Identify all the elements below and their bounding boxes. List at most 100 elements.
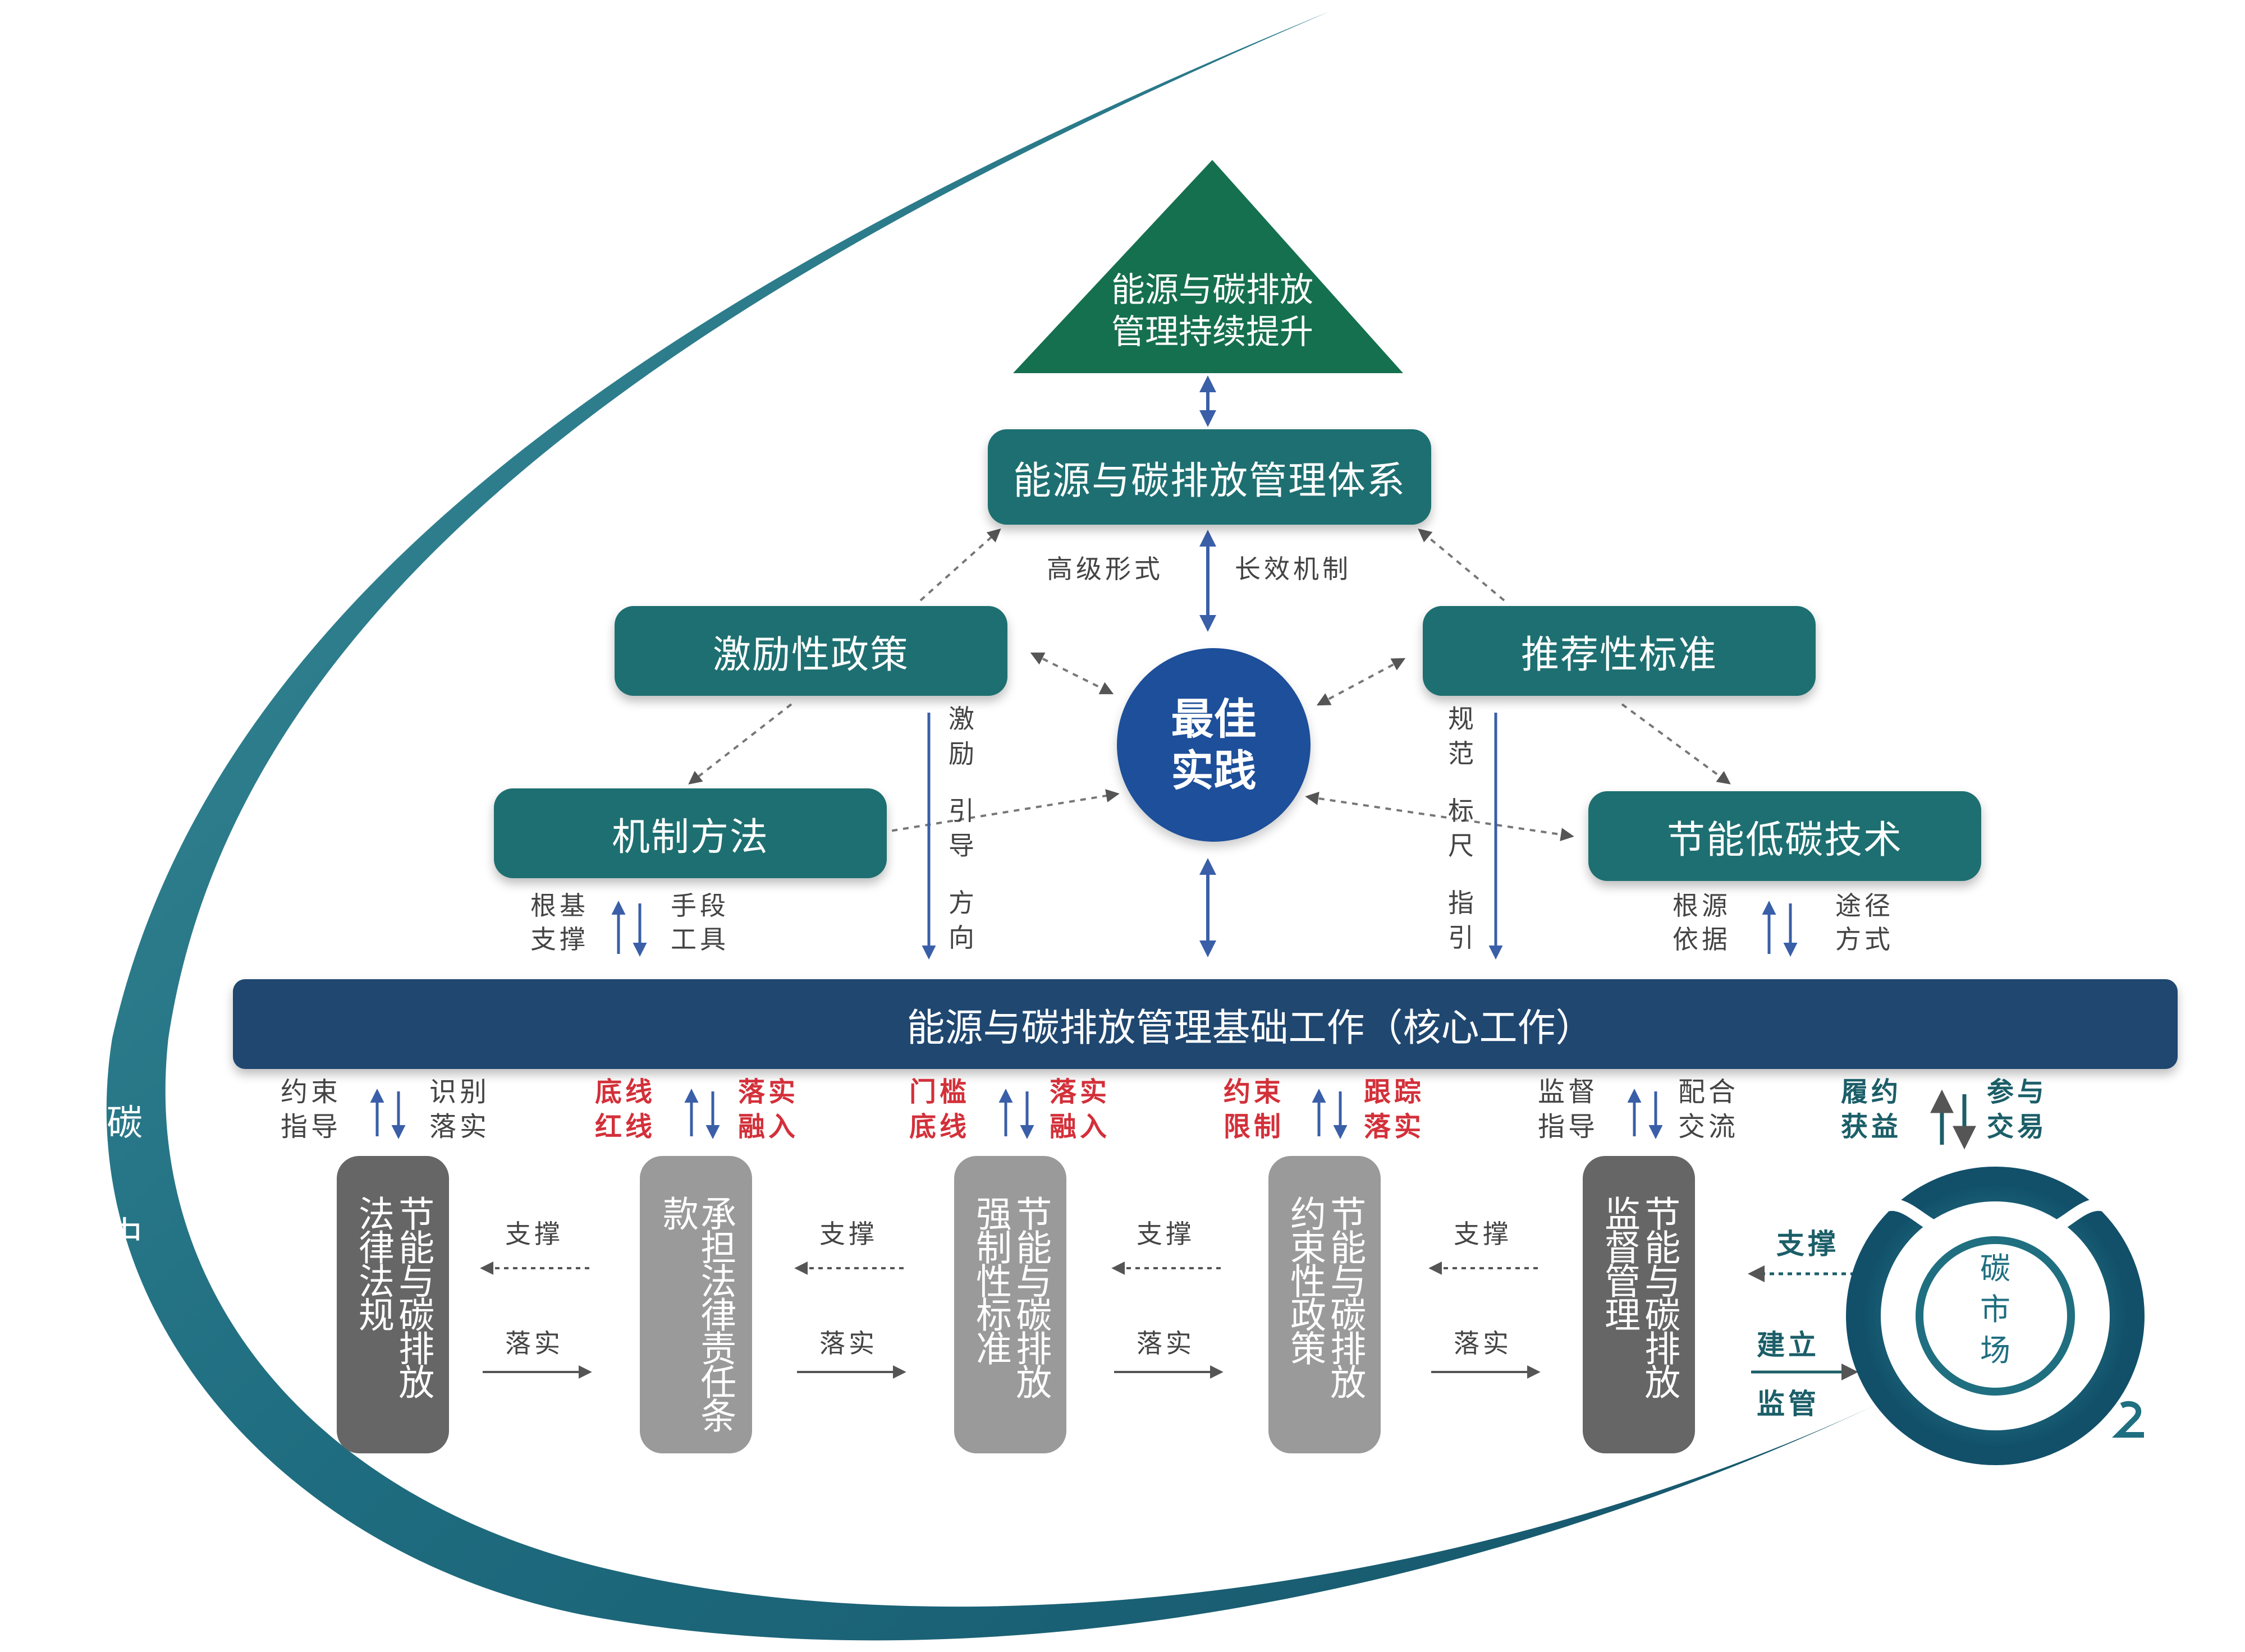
pillar-label-1-left-line: 约束 — [281, 1076, 342, 1108]
pillar-label-4-left-line: 约束 — [1224, 1076, 1285, 1108]
pillar-label-4-right-line: 跟踪 — [1364, 1076, 1425, 1108]
mech-left-2: 支撑 — [530, 924, 589, 955]
foundation-bar-label: 能源与碳排放管理基础工作（核心工作） — [906, 1006, 1594, 1050]
incentive-vertical-labels: 激励 引导 方向 — [949, 701, 982, 956]
carbon-neutral-swoosh — [106, 11, 1881, 1641]
tech-left-2: 依据 — [1673, 924, 1731, 955]
top-triangle — [1013, 160, 1403, 373]
dotted-mech-best — [856, 789, 1120, 841]
co2-glyph — [2111, 1401, 2144, 1438]
pillar-label-4-right-line: 落实 — [1364, 1111, 1425, 1143]
market-supervise-label: 监管 — [1757, 1388, 1820, 1420]
dotted-recommend-tech — [1621, 703, 1731, 784]
pillar-label-6-left-line: 履约 — [1841, 1076, 1902, 1108]
implement-label-3: 落实 — [1137, 1328, 1195, 1359]
carbon-market-char-3: 场 — [1980, 1332, 2010, 1368]
best-practice-line1: 最佳 — [1171, 694, 1257, 745]
pillar4-updown-arrows — [1312, 1089, 1348, 1139]
tech-updown-arrows — [1762, 901, 1798, 957]
pillar-label-3-left-line: 门槛 — [909, 1076, 970, 1108]
carbon-neutral-char-2: 中 — [107, 1215, 143, 1256]
pillar-label-1-right-line: 识别 — [429, 1076, 491, 1108]
mech-right-labels: 手段 工具 — [671, 889, 729, 957]
pillar-label-3-right: 落实融入 — [1050, 1075, 1110, 1145]
top-triangle-line2: 管理持续提升 — [1111, 313, 1313, 352]
pillar-label-2-right: 落实融入 — [738, 1075, 799, 1145]
pillar-label-3-left: 门槛底线 — [909, 1075, 970, 1145]
tech-left-labels: 根源 依据 — [1673, 889, 1731, 957]
mechanism-method-label: 机制方法 — [611, 815, 769, 860]
pillar-label-3-right-line: 融入 — [1050, 1111, 1111, 1143]
long-term-mechanism-label: 长效机制 — [1235, 554, 1351, 584]
mech-updown-arrows — [611, 901, 647, 957]
pillar-label-1-left: 约束指导 — [281, 1075, 341, 1145]
pillar-label-3-left-line: 底线 — [909, 1111, 970, 1143]
incentive-vertical-2: 引导 — [949, 796, 974, 861]
dotted-recommend-system — [1418, 528, 1505, 602]
pillar5-updown-arrows — [1627, 1089, 1663, 1139]
top-triangle-text: 能源与碳排放 管理持续提升 — [1066, 269, 1358, 354]
dotted-tech-best — [1305, 791, 1574, 842]
pillar-label-4-right: 跟踪落实 — [1364, 1075, 1424, 1145]
management-system-label: 能源与碳排放管理体系 — [1012, 458, 1406, 503]
tech-right-2: 方式 — [1835, 924, 1894, 955]
market-build-label: 建立 — [1757, 1329, 1820, 1361]
pillar-1-column: 节能与碳排放 — [392, 1195, 434, 1397]
pillar-label-2-left-line: 底线 — [595, 1076, 656, 1108]
recommended-standard-label: 推荐性标准 — [1520, 632, 1717, 677]
pillar-4-column: 约束性政策 — [1284, 1195, 1326, 1364]
pillar-4-column: 节能与碳排放 — [1324, 1195, 1366, 1397]
mech-right-2: 工具 — [671, 924, 729, 955]
pillar-label-5-right-line: 交流 — [1678, 1111, 1739, 1143]
pillar-3-column: 强制性标准 — [970, 1195, 1011, 1364]
low-carbon-tech-box: 节能低碳技术 — [1588, 791, 1981, 881]
carbon-neutral-char-3: 和 — [126, 1327, 162, 1369]
dotted-recommend-best — [1316, 658, 1406, 706]
pillar-label-5-left-line: 监督 — [1538, 1076, 1599, 1108]
pillar3-updown-arrows — [998, 1089, 1034, 1139]
advanced-form-label: 高级形式 — [1047, 554, 1163, 584]
best-practice-line2: 实践 — [1171, 745, 1257, 796]
pillar-label-5-left-line: 指导 — [1538, 1111, 1599, 1143]
pillar-4: 节能与碳排放约束性政策 — [1268, 1156, 1381, 1453]
pillar2-updown-arrows — [684, 1089, 720, 1139]
mech-left-1: 根基 — [530, 891, 589, 921]
pillar-label-5-right: 配合交流 — [1678, 1075, 1739, 1145]
pillar-label-5-left: 监督指导 — [1538, 1075, 1598, 1145]
pillar-label-3-right-line: 落实 — [1050, 1076, 1111, 1108]
pillar-label-2-right-line: 融入 — [738, 1111, 799, 1143]
pillar-2: 承担法律责任条款 — [640, 1156, 752, 1453]
support-label-1: 支撑 — [505, 1219, 563, 1249]
mech-left-labels: 根基 支撑 — [530, 889, 589, 957]
incentive-vertical-1: 激励 — [949, 704, 974, 769]
carbon-market-char-1: 碳 — [1980, 1251, 2010, 1286]
tech-right-1: 途径 — [1835, 891, 1894, 921]
foundation-bar: 能源与碳排放管理基础工作（核心工作） — [233, 979, 2178, 1069]
pillar-label-6-right-line: 参与 — [1987, 1076, 2048, 1108]
incentive-policy-label: 激励性政策 — [712, 632, 909, 677]
tech-left-1: 根源 — [1673, 891, 1731, 921]
mechanism-method-box: 机制方法 — [494, 788, 887, 878]
carbon-market-char-2: 市 — [1980, 1291, 2010, 1327]
pillar-label-6-right-line: 交易 — [1987, 1111, 2048, 1143]
recommend-vertical-1: 规范 — [1448, 704, 1474, 769]
pillar-1-column: 法律法规 — [352, 1195, 394, 1330]
pillar-label-6-right: 参与交易 — [1987, 1075, 2047, 1145]
carbon-market-text: 碳 市 场 — [1978, 1249, 2012, 1371]
pillar-3: 节能与碳排放强制性标准 — [954, 1156, 1066, 1453]
pillar-label-4-left: 约束限制 — [1224, 1075, 1284, 1145]
incentive-vertical-3: 方向 — [949, 888, 974, 953]
pillar-3-column: 节能与碳排放 — [1010, 1195, 1052, 1397]
management-system-box: 能源与碳排放管理体系 — [988, 429, 1431, 525]
dotted-incentive-best — [1030, 652, 1114, 695]
pillar-label-1-left-line: 指导 — [281, 1111, 342, 1143]
pillar1-updown-arrows — [370, 1089, 406, 1139]
recommend-vertical-3: 指引 — [1448, 888, 1474, 953]
dotted-incentive-system — [919, 528, 1001, 602]
implement-label-1: 落实 — [505, 1328, 563, 1359]
support-label-4: 支撑 — [1454, 1219, 1512, 1249]
recommend-vertical-labels: 规范 标尺 指引 — [1448, 701, 1482, 956]
pillar-label-2-right-line: 落实 — [738, 1076, 799, 1108]
pillar-label-1-right: 识别落实 — [429, 1075, 490, 1145]
tech-right-labels: 途径 方式 — [1835, 889, 1894, 957]
